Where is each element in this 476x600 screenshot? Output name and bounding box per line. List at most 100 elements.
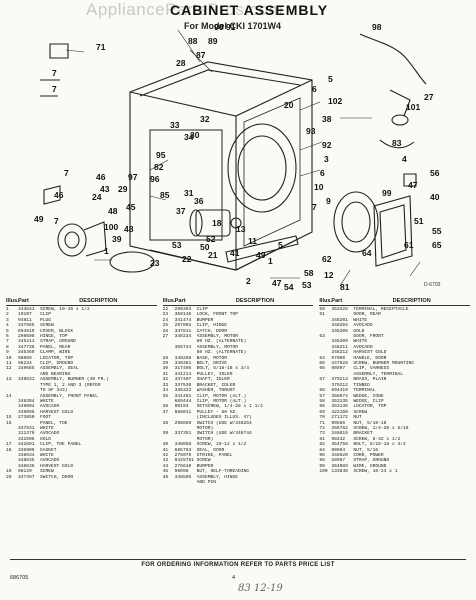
illus-number: 70 <box>319 415 325 421</box>
callout-number: 46 <box>54 190 64 200</box>
illus-number: 1 <box>6 307 9 312</box>
page-title: CABINET ASSEMBLY <box>170 2 329 18</box>
callout-number: 28 <box>176 58 186 68</box>
part-description: HARVEST GOLD <box>353 350 387 356</box>
part-number: 271172 <box>331 415 348 421</box>
illus-number: 30 <box>162 366 169 372</box>
illus-number: 41 <box>162 447 169 453</box>
parts-column-header: Illus. Part DESCRIPTION <box>162 298 314 306</box>
part-description: WHITE <box>40 452 54 458</box>
part-number: 685763 <box>174 447 192 453</box>
part-number: 98098 <box>174 469 189 475</box>
callout-number: 64 <box>362 248 372 258</box>
part-description: BASE, MOTOR <box>196 355 227 361</box>
part-number: 19107 <box>18 312 32 318</box>
part-description: 60 HZ. (ALTERNATE) <box>196 350 247 356</box>
part-number: 366744 <box>174 344 192 350</box>
callout-number: 83 <box>392 138 402 148</box>
callout-number: 55 <box>432 226 442 236</box>
illus-number: 44 <box>162 463 169 469</box>
callout-number: 38 <box>322 114 332 124</box>
part-number: 276076 <box>174 452 192 458</box>
rear-door <box>333 191 379 253</box>
part-number: 28967 <box>331 458 346 464</box>
illus-number: 46 <box>162 474 169 480</box>
part-description: SCREW <box>196 458 211 464</box>
part-number: 317405 <box>174 366 192 372</box>
part-description: BRASS, PLAIN <box>353 377 387 383</box>
illus-number: 29 <box>162 361 169 367</box>
part-number: 341474 <box>174 317 192 323</box>
callout-number: 97 <box>128 172 138 182</box>
callout-number: 53 <box>172 240 182 250</box>
header-part: Part <box>331 298 343 304</box>
diagram-code: D-6703 <box>424 282 441 288</box>
part-number: 353135 <box>331 398 348 404</box>
part-number: 348201 <box>331 317 348 323</box>
callout-number: 11 <box>248 236 257 246</box>
part-description: GOLD <box>40 436 52 442</box>
callout-number: 87 <box>196 50 206 60</box>
callout-number: 47 <box>408 180 418 190</box>
part-number: 98997 <box>331 366 346 372</box>
illus-number: 24 <box>162 317 169 323</box>
header-description: DESCRIPTION <box>79 298 118 304</box>
callout-number: 81 <box>340 282 350 292</box>
part-description: WHITE <box>40 398 54 404</box>
part-description: MOTOR) <box>196 436 214 442</box>
illus-number: 22 <box>162 307 169 312</box>
illus-number: 5 <box>6 328 9 334</box>
part-description: CLIP, MOTOR (ALT.) <box>196 393 247 399</box>
part-description: BUMPER <box>196 317 214 323</box>
part-number: 348234 <box>174 334 192 340</box>
illus-number: 67 <box>319 377 325 383</box>
callout-number: 48 <box>108 206 118 216</box>
part-number: 359146 <box>174 312 192 318</box>
part-description: SCREW, BURNER MOUNTING <box>353 361 414 367</box>
part-number: 347397 <box>18 474 35 480</box>
part-number: 336323 <box>174 388 192 394</box>
part-number: 90193 <box>174 404 189 410</box>
part-description: FOOT <box>40 415 52 421</box>
part-description: ASSEMBLY, MOTOR <box>196 344 239 350</box>
part-number: 9425761 <box>174 458 194 464</box>
part-number: 98234 <box>18 361 32 367</box>
callout-number: 29 <box>118 184 128 194</box>
parts-row: 24 341474 BUMPER <box>163 318 314 323</box>
part-number: 90984 <box>331 447 346 453</box>
illus-number: 40 <box>162 442 169 448</box>
part-number: 341461 <box>174 393 192 399</box>
illus-number: 57 <box>319 393 325 399</box>
part-description: ASSEMBLY, FRONT PANEL <box>40 393 98 399</box>
part-description: DOOR, REAR <box>353 312 381 318</box>
part-description: CLIP <box>40 312 52 318</box>
part-description: SWITCH (USE W/346254 <box>196 420 252 426</box>
callout-number: 22 <box>182 254 192 264</box>
callout-number: 100 <box>104 222 118 232</box>
part-description: SWITCH, DOOR <box>40 474 74 480</box>
illus-number: 25 <box>162 323 169 329</box>
callout-number: 50 <box>200 242 210 252</box>
header-illus: Illus. <box>162 298 176 304</box>
part-description: LOCK, FRONT TOP <box>196 312 239 318</box>
illus-number: 3 <box>6 317 9 323</box>
part-number: 337407 <box>174 377 192 383</box>
part-description: WEDGE, CLIP <box>353 398 384 404</box>
